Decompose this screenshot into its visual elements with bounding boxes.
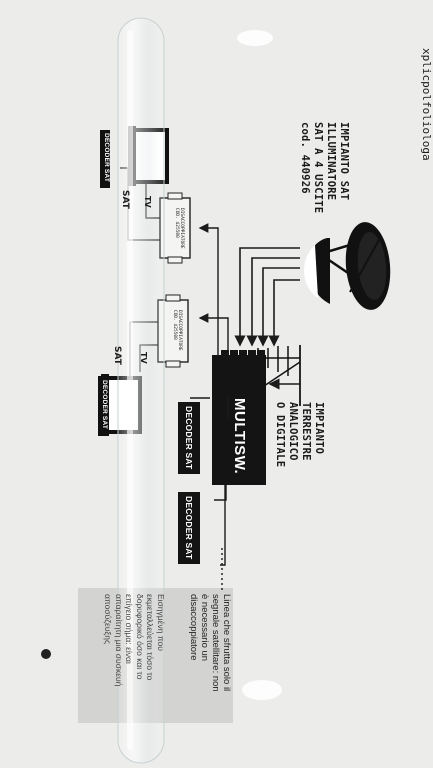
title-line-2: ILLUMINATORE: [325, 122, 337, 201]
terrestrial-line-2: TERRESTRE: [300, 402, 312, 461]
note-top: Linea che sfrutta solo il segnale satell…: [188, 594, 232, 692]
tv-label-1: TV: [143, 196, 152, 208]
decoder-label-1: DECODER SAT: [184, 406, 194, 470]
decoder-small-label-2: DECODER SAT: [101, 380, 108, 430]
note-bottom: Εισηγμένη που εκμεταλλεύεται τόσο το δορ…: [103, 594, 167, 687]
decoder-box-1: [178, 402, 200, 474]
splitter-label-2: DISACCOPPIATORE COD. 425500: [172, 310, 182, 351]
splitter-label-1: DISACCOPPIATORE COD. 425500: [174, 208, 184, 249]
decoder-small-1: [100, 130, 110, 188]
title-line-3: SAT A 4 USCITE: [312, 122, 324, 214]
terrestrial-line-4: O DIGITALE: [274, 402, 286, 468]
title-line-1: IMPIANTO SAT: [338, 122, 350, 201]
multiswitch-ports: [221, 350, 265, 356]
screw-hole: [41, 649, 51, 659]
sat-label-2: SAT: [112, 346, 122, 365]
terrestrial-block: IMPIANTO TERRESTRE ANALOGICO O DIGITALE: [273, 402, 325, 467]
tv-label-2: TV: [139, 352, 148, 364]
title-block: IMPIANTO SAT ILLUMINATORE SAT A 4 USCITE…: [298, 122, 350, 213]
decoder-label-2: DECODER SAT: [184, 496, 194, 560]
terrestrial-line-1: IMPIANTO: [313, 402, 325, 455]
decoder-box-2: [178, 492, 200, 564]
satellite-dish-icon: [304, 222, 391, 310]
decoder-small-label-1: DECODER SAT: [103, 133, 110, 183]
splitter-1: [159, 192, 191, 264]
top-fragment-text: xplicpolfoliologa: [420, 48, 433, 161]
lnb-cables: [234, 247, 300, 390]
multiswitch-label: MULTISW.: [231, 398, 248, 475]
decoder-small-2: [98, 376, 108, 436]
sat-label-1: SAT: [120, 190, 130, 209]
title-line-4: cod. 440926: [299, 122, 311, 194]
terrestrial-line-3: ANALOGICO: [287, 402, 299, 461]
multiswitch-box: [212, 355, 266, 485]
